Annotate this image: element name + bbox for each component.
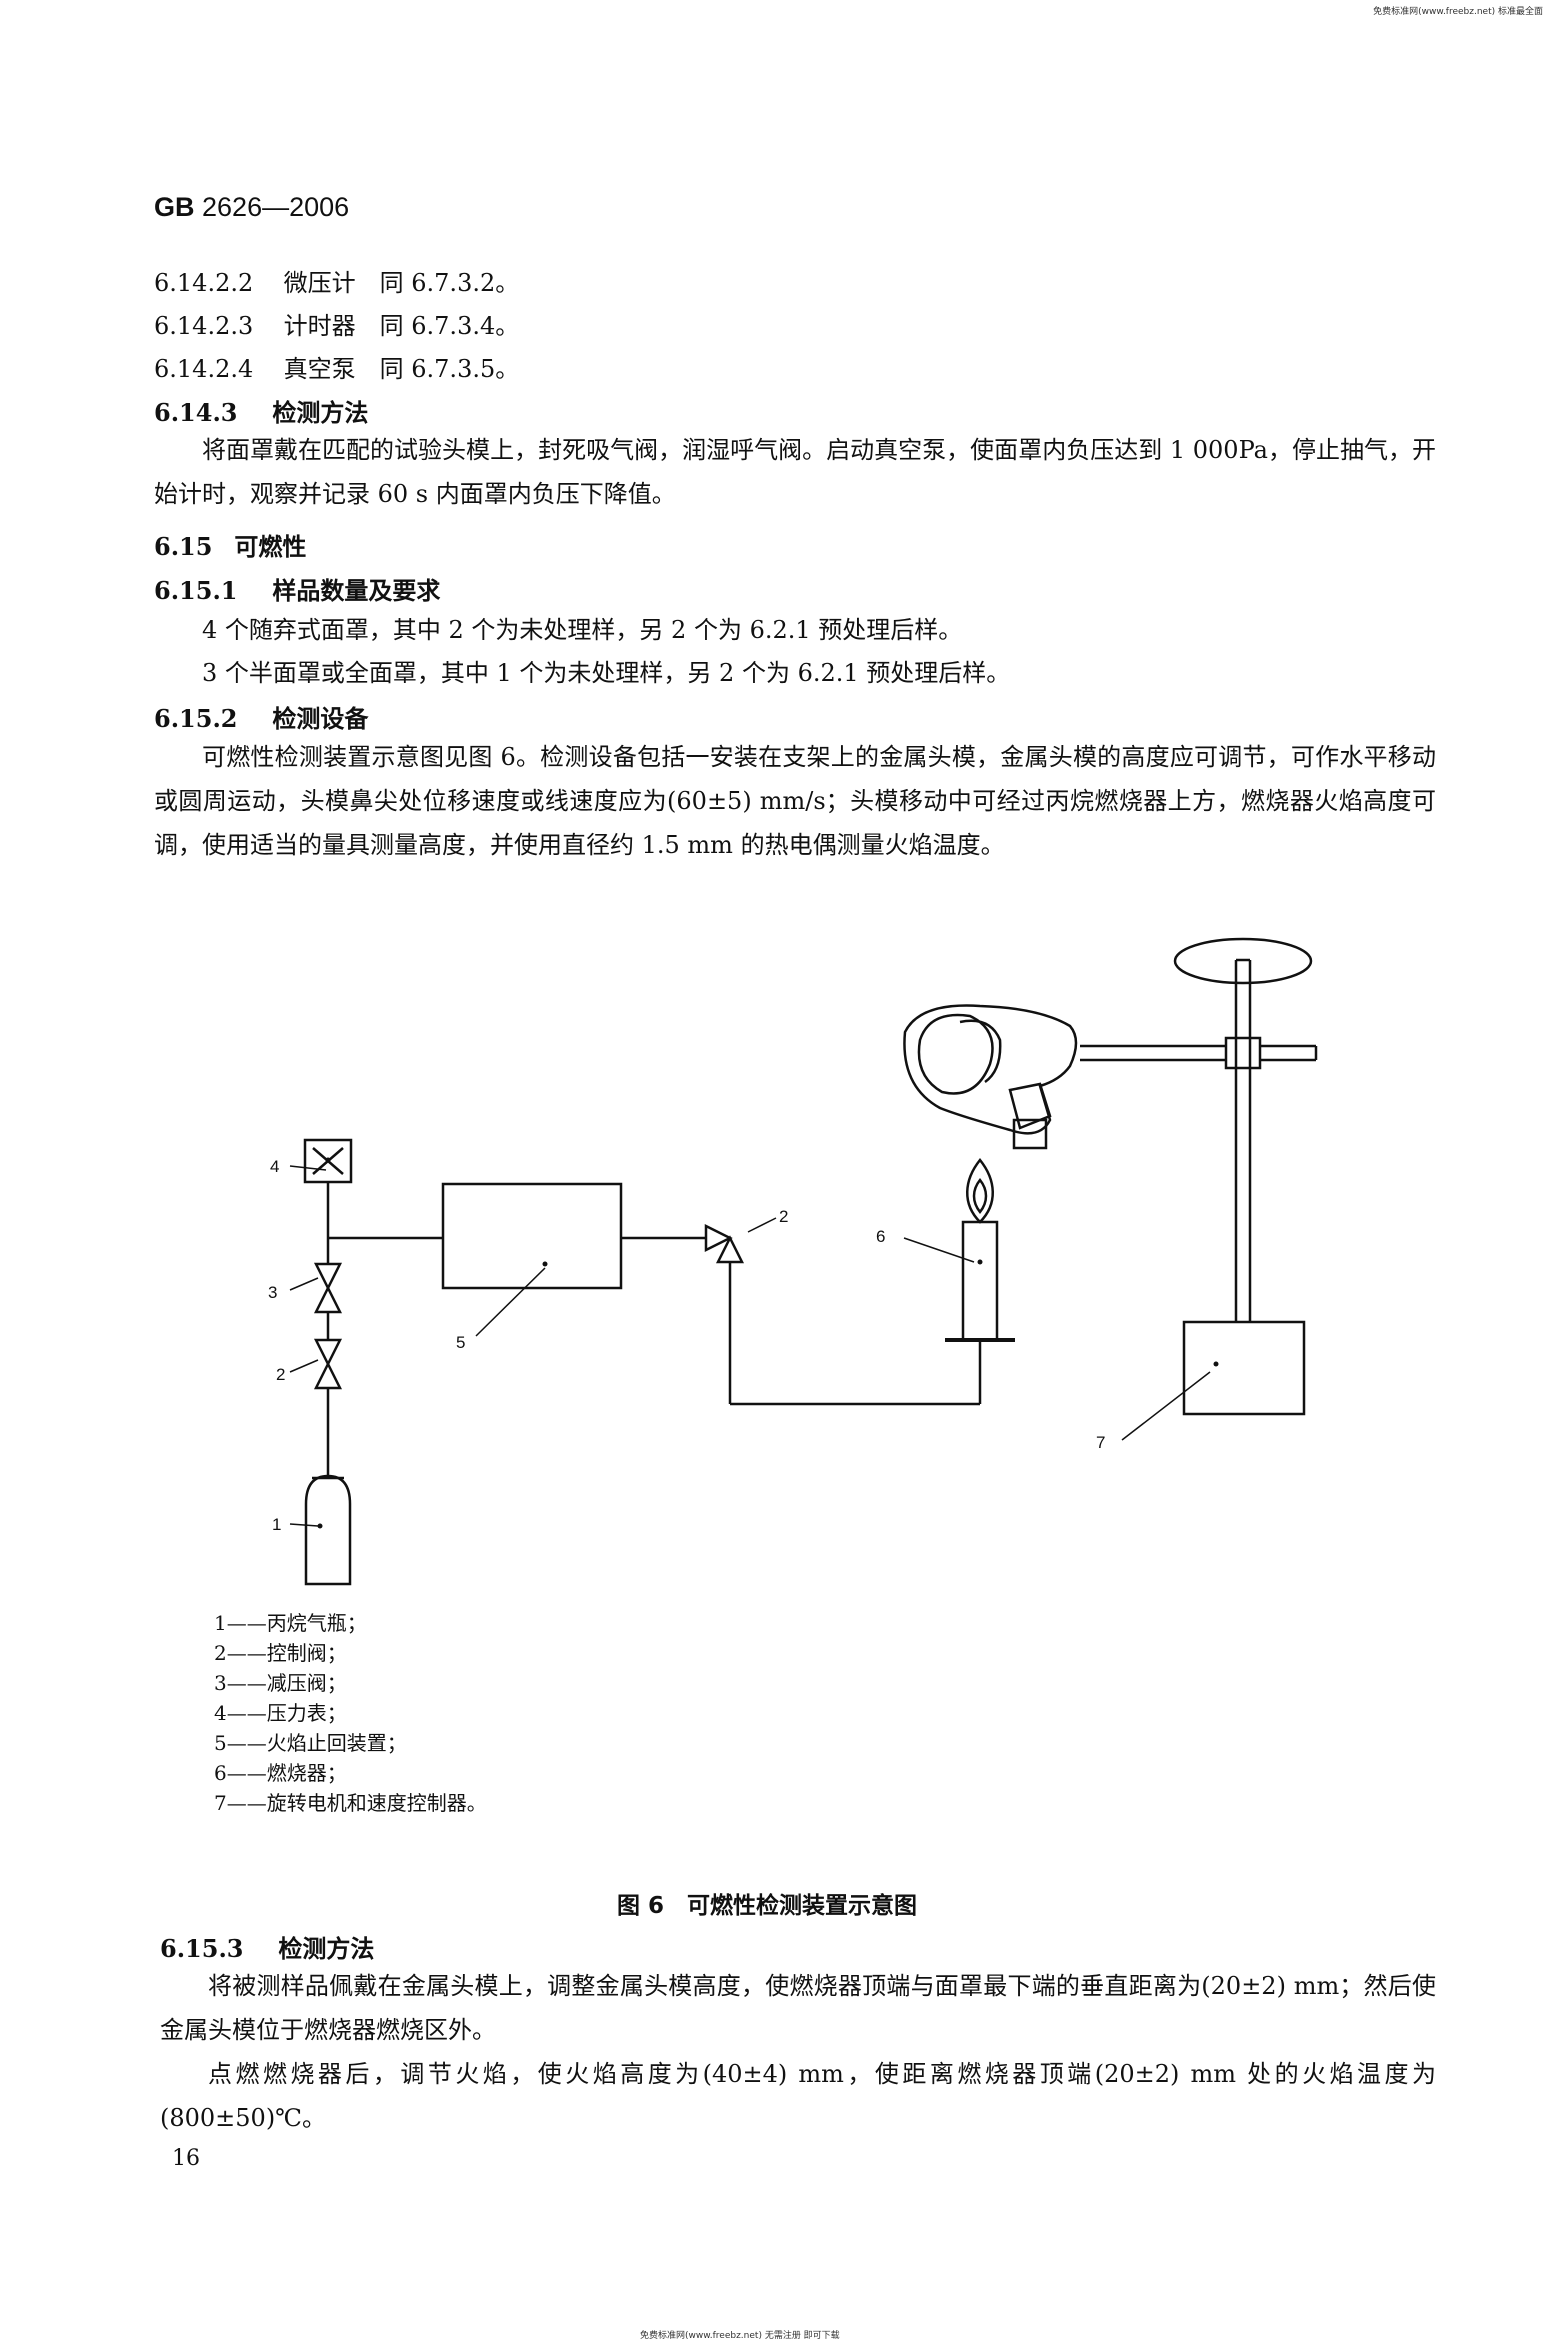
item-number: 6.14.2.2	[154, 269, 254, 297]
legend-item: 7——旋转电机和速度控制器。	[214, 1791, 487, 1815]
flame	[966, 1157, 994, 1224]
section-number: 6.15	[154, 532, 213, 561]
section-number: 6.15.3	[160, 1934, 244, 1963]
bottom-watermark: 免费标准网(www.freebz.net) 无需注册 即可下载	[640, 2331, 840, 2341]
control-valve-bottom	[313, 1338, 343, 1367]
item-text: 真空泵 同 6.7.3.5。	[283, 355, 520, 383]
top-watermark: 免费标准网(www.freebz.net) 标准最全面	[1373, 7, 1543, 17]
label-2a: 2	[276, 1365, 285, 1384]
label-1: 1	[272, 1515, 281, 1534]
figure-legend: 1——丙烷气瓶； 2——控制阀； 3——减压阀； 4——压力表； 5——火焰止回…	[214, 1608, 487, 1818]
legend-item: 6——燃烧器；	[214, 1761, 347, 1785]
section-number: 6.14.3	[154, 398, 238, 427]
section-number: 6.15.2	[154, 704, 238, 733]
sample-line-1: 4 个随弃式面罩，其中 2 个为未处理样，另 2 个为 6.2.1 预处理后样。	[202, 616, 963, 644]
paragraph-6-15-3-a: 将被测样品佩戴在金属头模上，调整金属头模高度，使燃烧器顶端与面罩最下端的垂直距离…	[160, 1972, 1436, 2044]
figure-6-diagram: 4 3 2 1 5 2 6 7	[268, 937, 1318, 1586]
item-6-14-2-2: 6.14.2.2 微压计 同 6.7.3.2。	[154, 266, 519, 300]
figure-caption: 图 6 可燃性检测装置示意图	[617, 1893, 918, 1919]
heading-6-15-2: 6.15.2 检测设备	[154, 702, 368, 736]
motor-controller	[1182, 1320, 1306, 1416]
label-7: 7	[1096, 1433, 1105, 1452]
item-text: 微压计 同 6.7.3.2。	[283, 269, 520, 297]
paragraph-6-15-3-b: 点燃燃烧器后，调节火焰，使火焰高度为(40±4) mm，使距离燃烧器顶端(20±…	[160, 2060, 1436, 2132]
label-5: 5	[456, 1333, 465, 1352]
section-number: 6.15.1	[154, 576, 238, 605]
legend-item: 3——减压阀；	[214, 1671, 347, 1695]
section-title: 检测方法	[278, 1934, 375, 1963]
standard-number: 2626—2006	[202, 192, 350, 222]
label-3: 3	[268, 1283, 277, 1302]
reducing-valve	[313, 1262, 343, 1291]
section-title: 检测设备	[272, 704, 369, 733]
legend-item: 4——压力表；	[214, 1701, 347, 1725]
item-number: 6.14.2.4	[154, 355, 254, 383]
legend-item: 5——火焰止回装置；	[214, 1731, 407, 1755]
item-text: 计时器 同 6.7.3.4。	[283, 312, 520, 340]
rotation-indicator	[1173, 937, 1313, 985]
legend-item: 2——控制阀；	[214, 1641, 347, 1665]
heading-6-14-3: 6.14.3 检测方法	[154, 396, 368, 430]
sample-line-2: 3 个半面罩或全面罩，其中 1 个为未处理样，另 2 个为 6.2.1 预处理后…	[202, 659, 1011, 687]
heading-6-15: 6.15 可燃性	[154, 530, 306, 564]
heading-6-15-1: 6.15.1 样品数量及要求	[154, 574, 440, 608]
standard-prefix: GB	[154, 192, 195, 222]
label-6: 6	[876, 1227, 885, 1246]
paragraph-6-15-2: 可燃性检测装置示意图见图 6。检测设备包括一安装在支架上的金属头模，金属头模的高…	[154, 743, 1436, 859]
standard-code: GB 2626—2006	[154, 192, 349, 223]
page-number: 16	[172, 2146, 200, 2171]
propane-cylinder	[304, 1474, 352, 1586]
control-valve-top	[704, 1223, 733, 1253]
label-2b: 2	[779, 1207, 788, 1226]
flame-check-device	[441, 1182, 623, 1290]
label-4: 4	[270, 1157, 279, 1176]
legend-item: 1——丙烷气瓶；	[214, 1611, 367, 1635]
arm-clamp	[1224, 1036, 1262, 1070]
metal-head-form	[903, 1004, 1078, 1135]
burner	[961, 1220, 999, 1342]
section-title: 样品数量及要求	[272, 576, 441, 605]
item-6-14-2-3: 6.14.2.3 计时器 同 6.7.3.4。	[154, 309, 519, 343]
section-title: 可燃性	[234, 532, 307, 561]
heading-6-15-3: 6.15.3 检测方法	[160, 1932, 374, 1966]
section-title: 检测方法	[272, 398, 369, 427]
item-number: 6.14.2.3	[154, 312, 254, 340]
item-6-14-2-4: 6.14.2.4 真空泵 同 6.7.3.5。	[154, 352, 519, 386]
paragraph-6-14-3: 将面罩戴在匹配的试验头模上，封死吸气阀，润湿呼气阀。启动真空泵，使面罩内负压达到…	[154, 436, 1436, 508]
